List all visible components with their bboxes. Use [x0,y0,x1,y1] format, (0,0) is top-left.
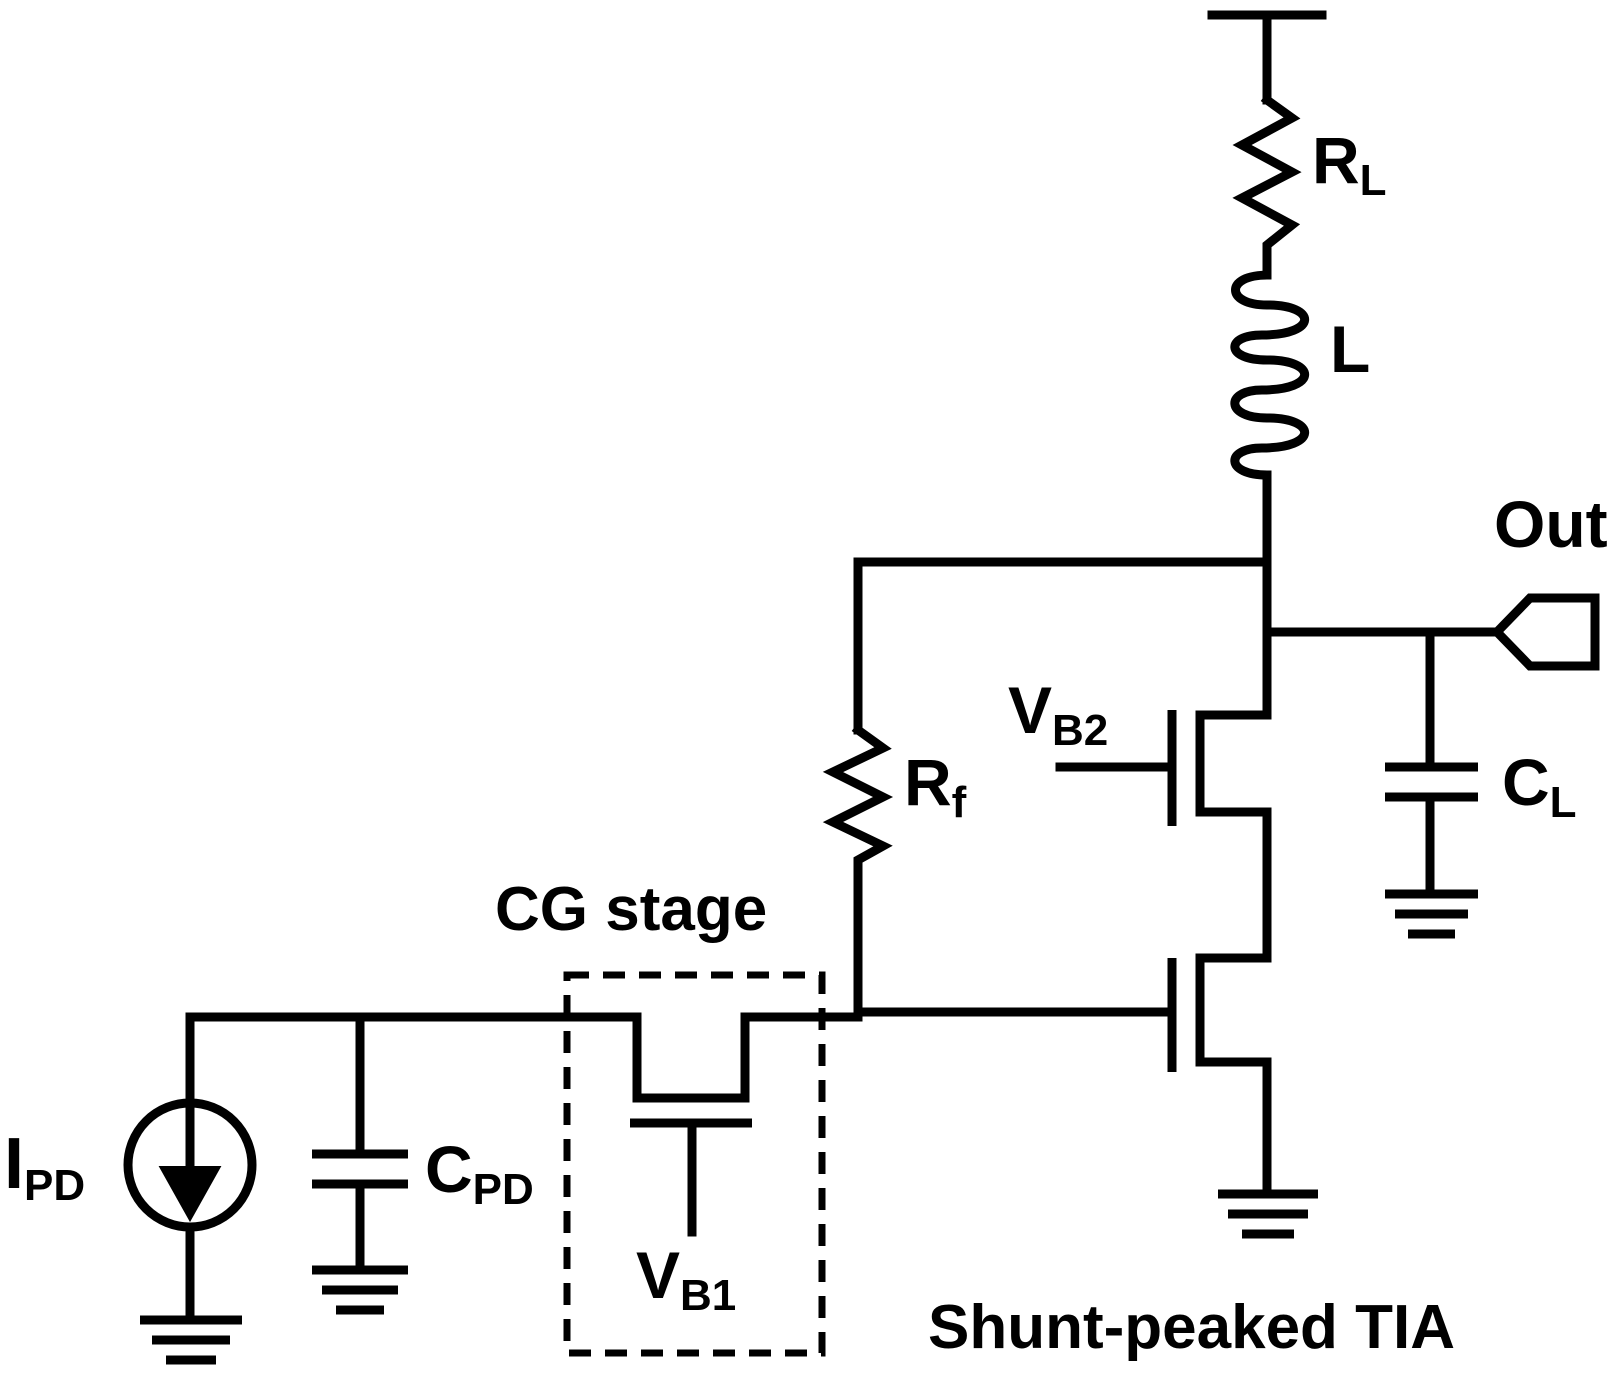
resistor-rf [822,723,894,1017]
arrow-down-icon [158,1166,222,1223]
photodiode-current-source [123,1098,257,1323]
capacitor-cpd [312,1012,408,1273]
cg-stage-box [563,971,826,1357]
input-transistor [853,953,1272,1197]
output-branch [1262,593,1600,671]
label-title: Shunt-peaked TIA [928,1293,1455,1362]
label-cpd: CPD [425,1132,534,1214]
label-ipd: IPD [4,1124,85,1210]
label-l: L [1330,312,1370,386]
label-vb2: VB2 [1008,673,1108,755]
label-out: Out [1494,487,1608,561]
ground-ipd-icon [140,1315,242,1365]
ground-cs-icon [1218,1189,1318,1239]
inductor-l [1230,270,1310,485]
input-node-wire [185,1012,863,1105]
capacitor-cl [1385,627,1478,897]
vdd-rail [1207,10,1327,105]
label-vb1: VB1 [636,1238,736,1320]
output-port-icon[interactable] [1490,593,1600,671]
resistor-rl [1232,93,1302,280]
cascode-transistor [1055,710,1272,963]
label-cg-stage: CG stage [495,875,767,944]
label-cl: CL [1502,745,1577,827]
label-rf: Rf [904,745,967,827]
feedback-path [853,557,1272,735]
label-rl: RL [1312,123,1387,205]
cg-transistor [630,1012,752,1237]
ground-cl-icon [1385,889,1478,939]
ground-cpd-icon [312,1265,408,1315]
